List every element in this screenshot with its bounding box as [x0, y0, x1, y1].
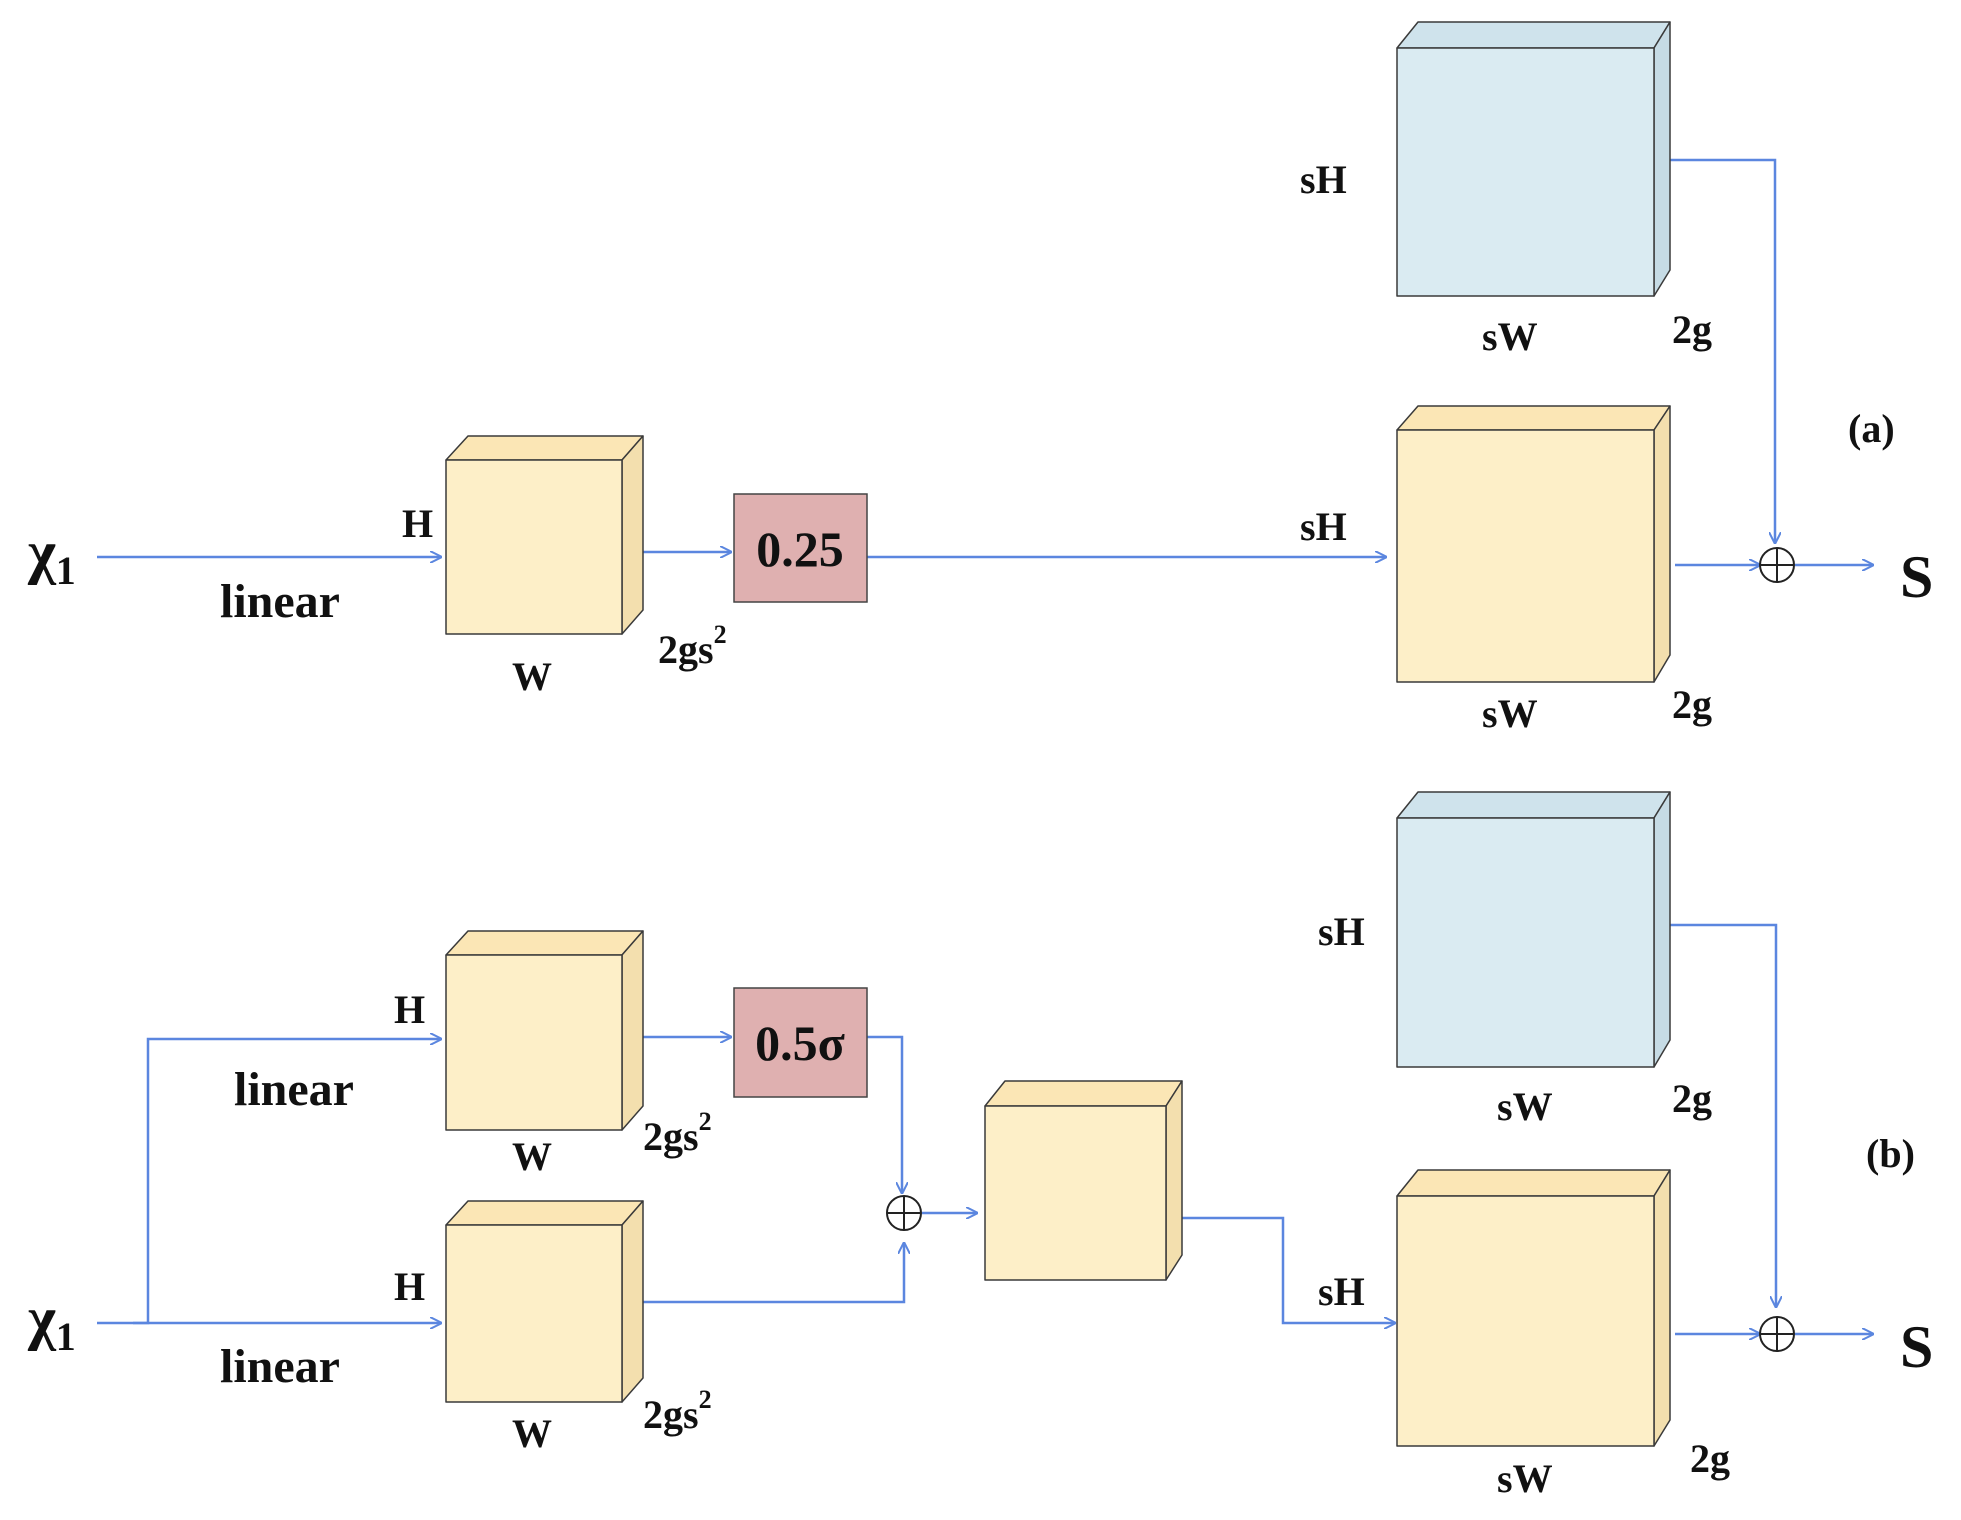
- panel-a: 0.25 χ1 linear H W 2gs2 sH sW 2g sH sW: [27, 21, 1933, 736]
- offset-cube-a-w-label: sW: [1482, 314, 1538, 359]
- panel-b: 0.5σ: [27, 791, 1933, 1501]
- sum-node-out-b: [1759, 1316, 1795, 1352]
- wire-mid-cube-to-output-cube-b: [1178, 1216, 1395, 1323]
- scale-box-label-b: 0.5σ: [755, 1015, 845, 1071]
- cube-a-h-label: H: [402, 501, 433, 546]
- sum-node-mid-b: [886, 1195, 922, 1231]
- output-cube-a-c-label: 2g: [1672, 682, 1712, 727]
- cube-bottom-b-c-label: 2gs2: [643, 1385, 712, 1437]
- scale-box-a: [733, 493, 868, 603]
- edge-label-top-b: linear: [234, 1063, 354, 1116]
- offset-cube-a-h-label: sH: [1300, 157, 1347, 202]
- output-label-b: S: [1900, 1314, 1933, 1380]
- output-cube-b-c-label: 2g: [1690, 1436, 1730, 1481]
- output-cube-b: [1396, 1169, 1671, 1447]
- scale-box-b: [733, 987, 868, 1098]
- offset-cube-a: [1396, 21, 1671, 297]
- output-cube-b-h-label: sH: [1318, 1269, 1365, 1314]
- wire-offset-down-b: [1670, 923, 1776, 1307]
- output-cube-a: [1396, 405, 1671, 683]
- combined-cube-b: [984, 1080, 1183, 1281]
- feature-cube-bottom-b: [445, 1200, 644, 1403]
- offset-cube-a-c-label: 2g: [1672, 307, 1712, 352]
- input-label-a: χ1: [27, 519, 76, 593]
- offset-cube-b: [1396, 791, 1671, 1068]
- panel-b-label: (b): [1866, 1131, 1915, 1176]
- output-cube-a-w-label: sW: [1482, 691, 1538, 736]
- edge-label-bottom-b: linear: [220, 1340, 340, 1393]
- cube-bottom-b-h-label: H: [394, 1264, 425, 1309]
- wire-op-to-sum-b: [867, 1035, 902, 1193]
- cube-top-b-h-label: H: [394, 987, 425, 1032]
- output-cube-a-h-label: sH: [1300, 504, 1347, 549]
- scale-box-label-a: 0.25: [756, 521, 844, 577]
- offset-cube-b-h-label: sH: [1318, 909, 1365, 954]
- panel-a-label: (a): [1848, 406, 1895, 451]
- cube-a-w-label: W: [512, 654, 552, 699]
- sum-node-a: [1759, 547, 1795, 583]
- cube-top-b-c-label: 2gs2: [643, 1107, 712, 1159]
- wire-offset-down-a: [1670, 158, 1775, 543]
- offset-cube-b-c-label: 2g: [1672, 1076, 1712, 1121]
- cube-top-b-w-label: W: [512, 1134, 552, 1179]
- cube-a-c-label: 2gs2: [658, 620, 727, 672]
- output-label-a: S: [1900, 544, 1933, 610]
- wire-branch-up-b: [133, 1039, 441, 1325]
- wire-cube-bottom-to-sum-b: [643, 1243, 904, 1304]
- output-cube-b-w-label: sW: [1497, 1456, 1553, 1501]
- feature-cube-a: [445, 435, 644, 635]
- cube-bottom-b-w-label: W: [512, 1411, 552, 1456]
- offset-cube-b-w-label: sW: [1497, 1084, 1553, 1129]
- feature-cube-top-b: [445, 930, 644, 1131]
- input-label-b: χ1: [27, 1285, 76, 1359]
- edge-label-a: linear: [220, 575, 340, 628]
